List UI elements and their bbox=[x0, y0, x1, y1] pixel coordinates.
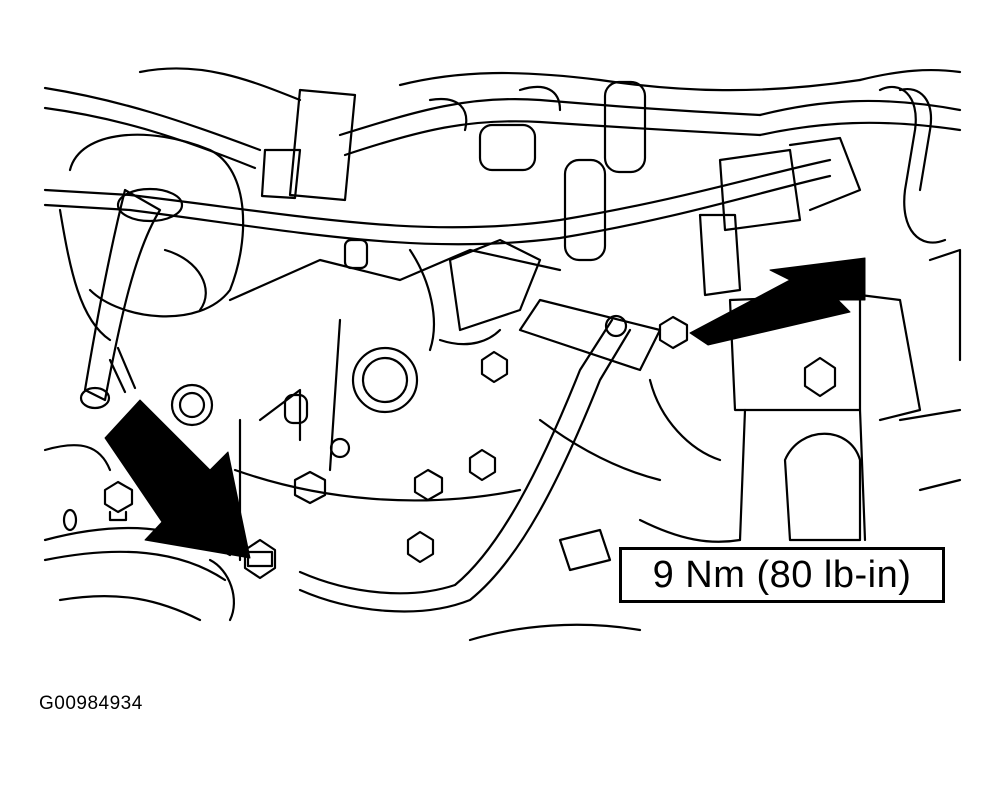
torque-callout-box: 9 Nm (80 lb-in) bbox=[619, 547, 945, 603]
fastener-nut-icon bbox=[406, 530, 435, 564]
fastener-nut-icon bbox=[243, 538, 277, 580]
fastener-nut-icon bbox=[170, 383, 214, 427]
left-link-arm bbox=[79, 187, 184, 410]
bent-tube bbox=[298, 298, 662, 613]
connector-caps bbox=[428, 80, 647, 262]
lower-left-parts bbox=[43, 444, 235, 622]
fastener-nut-icon bbox=[103, 480, 134, 522]
fastener-nut-icon bbox=[293, 470, 327, 505]
upper-wiring-harness bbox=[43, 67, 962, 170]
fastener-nut-icon bbox=[803, 356, 837, 398]
fasteners bbox=[103, 238, 837, 580]
arrow-right-pointer-icon bbox=[689, 257, 866, 346]
fastener-nut-icon bbox=[658, 315, 689, 350]
fastener-nut-icon bbox=[604, 314, 628, 338]
figure-identifier: G00984934 bbox=[39, 693, 143, 714]
fastener-nut-icon bbox=[468, 448, 497, 482]
fastener-nut-icon bbox=[480, 350, 509, 384]
right-edge-components bbox=[878, 85, 962, 492]
torque-specification-label: 9 Nm (80 lb-in) bbox=[652, 553, 912, 596]
arrow-lower-left-pointer-icon bbox=[104, 399, 251, 559]
left-housing bbox=[58, 133, 245, 342]
lower-right-parts bbox=[468, 378, 742, 642]
harness-clip bbox=[260, 88, 357, 202]
engine-block bbox=[228, 238, 562, 562]
fastener-nut-icon bbox=[413, 468, 444, 502]
long-rod bbox=[43, 158, 832, 246]
